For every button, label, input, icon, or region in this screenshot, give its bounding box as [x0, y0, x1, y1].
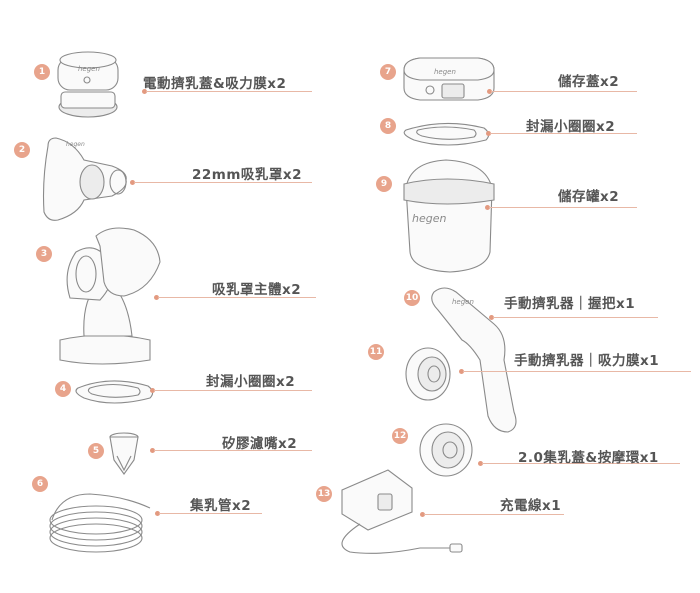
pump-body-illustration — [59, 227, 161, 365]
part-label-9: 儲存罐x2 — [558, 189, 620, 205]
seal-ring-right-illustration — [403, 122, 490, 146]
part-number-1: 1 — [34, 64, 50, 80]
leader-dot-3 — [154, 295, 159, 300]
leader-dot-2 — [130, 180, 135, 185]
part-label-11: 手動擠乳器｜吸力膜x1 — [514, 353, 660, 369]
storage-lid-illustration: hegen — [403, 57, 495, 101]
leader-dot-7 — [487, 89, 492, 94]
part-number-13: 13 — [316, 486, 332, 502]
leader-line-7 — [491, 91, 637, 92]
charger-illustration — [341, 469, 463, 554]
part-label-7: 儲存蓋x2 — [558, 74, 620, 90]
cap-logo: hegen — [78, 65, 100, 73]
part-label-10: 手動擠乳器｜握把x1 — [504, 296, 636, 312]
leader-dot-5 — [150, 448, 155, 453]
collection-lid-illustration — [419, 423, 473, 477]
leader-dot-13 — [420, 512, 425, 517]
part-number-12: 12 — [392, 428, 408, 444]
part-label-1: 電動擠乳蓋&吸力膜x2 — [143, 76, 287, 92]
part-label-2: 22mm吸乳罩x2 — [192, 167, 303, 183]
lid-logo: hegen — [434, 68, 456, 76]
part-number-2: 2 — [14, 142, 30, 158]
leader-line-4 — [154, 390, 312, 391]
part-number-9: 9 — [376, 176, 392, 192]
part-label-12: 2.0集乳蓋&按摩環x1 — [518, 450, 659, 466]
flange-logo: hegen — [66, 141, 85, 148]
leader-dot-8 — [486, 131, 491, 136]
part-label-4: 封漏小圈圈x2 — [206, 374, 296, 390]
leader-line-8 — [490, 133, 637, 134]
part-number-5: 5 — [88, 443, 104, 459]
part-number-3: 3 — [36, 246, 52, 262]
leader-line-6 — [159, 513, 262, 514]
leader-dot-6 — [155, 511, 160, 516]
manual-membrane-illustration — [405, 347, 451, 401]
valve-illustration — [109, 432, 139, 475]
leader-line-10 — [493, 317, 658, 318]
part-number-4: 4 — [55, 381, 71, 397]
storage-container-illustration: hegen — [403, 159, 495, 273]
part-label-8: 封漏小圈圈x2 — [526, 119, 616, 135]
part-label-6: 集乳管x2 — [190, 498, 252, 514]
leader-dot-1 — [142, 89, 147, 94]
leader-line-9 — [489, 207, 637, 208]
container-logo: hegen — [412, 212, 446, 225]
leader-dot-11 — [459, 369, 464, 374]
leader-dot-9 — [485, 205, 490, 210]
tube-illustration — [49, 493, 151, 553]
part-number-11: 11 — [368, 344, 384, 360]
seal-ring-left-illustration — [75, 380, 154, 404]
part-number-10: 10 — [404, 290, 420, 306]
pump-cap-illustration: hegen — [57, 51, 119, 118]
leader-dot-4 — [150, 388, 155, 393]
leader-line-2 — [134, 182, 312, 183]
part-label-3: 吸乳罩主體x2 — [212, 282, 302, 298]
leader-dot-12 — [478, 461, 483, 466]
leader-line-11 — [463, 371, 691, 372]
part-number-6: 6 — [32, 476, 48, 492]
part-label-13: 充電線x1 — [500, 498, 562, 514]
leader-line-1 — [146, 91, 312, 92]
part-number-8: 8 — [380, 118, 396, 134]
leader-line-13 — [424, 514, 564, 515]
leader-dot-10 — [489, 315, 494, 320]
flange-illustration: hegen — [42, 137, 127, 221]
manual-handle-illustration: hegen — [431, 287, 517, 433]
leader-line-12 — [482, 463, 680, 464]
leader-line-3 — [158, 297, 316, 298]
leader-line-5 — [154, 450, 312, 451]
part-number-7: 7 — [380, 64, 396, 80]
handle-logo: hegen — [452, 298, 474, 306]
part-label-5: 矽膠濾嘴x2 — [222, 436, 298, 452]
